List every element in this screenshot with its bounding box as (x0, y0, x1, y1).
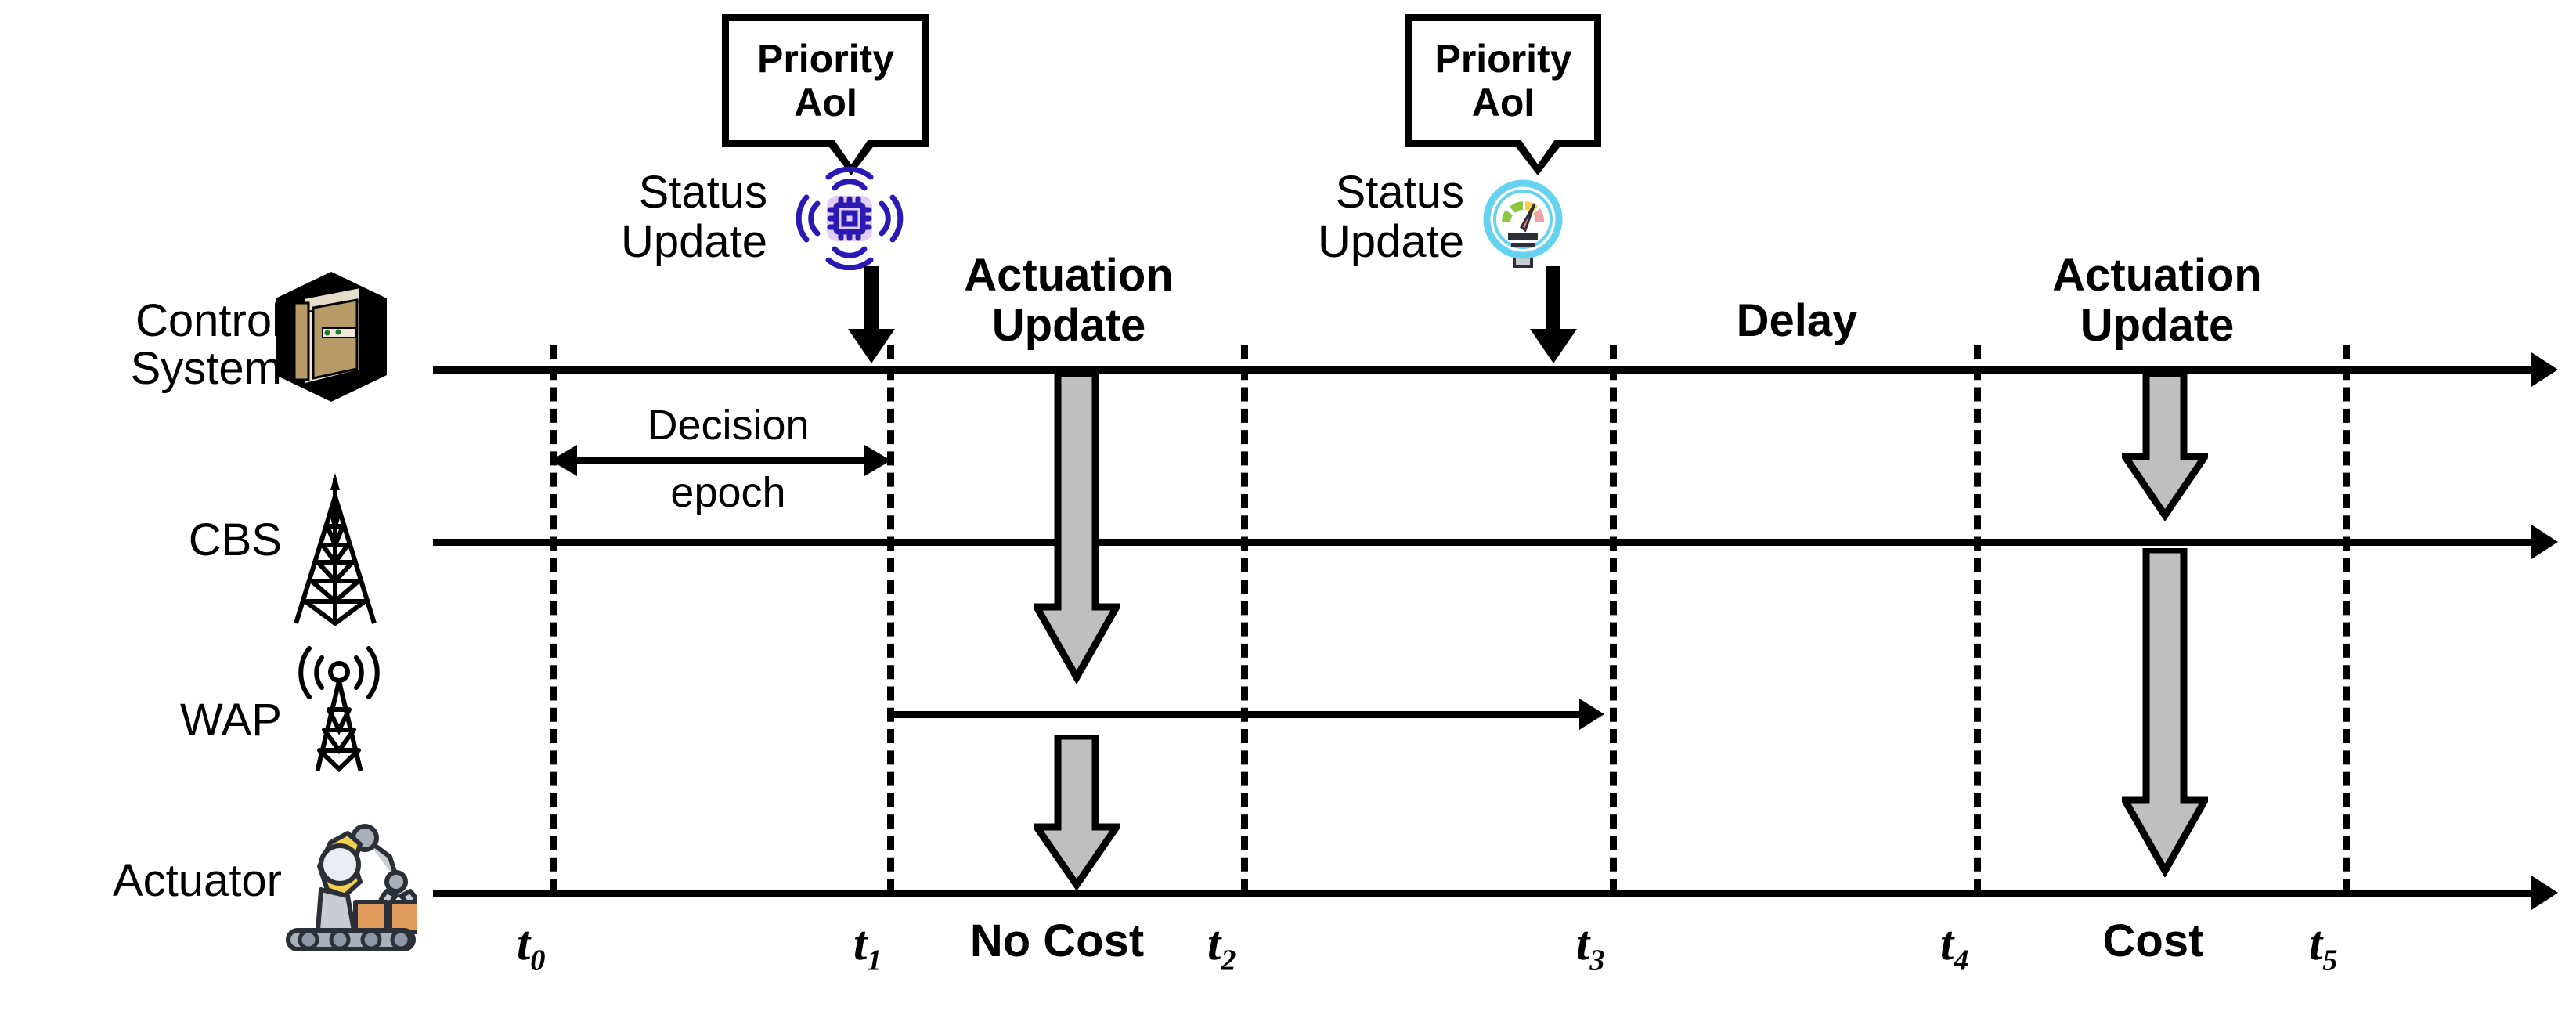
wap-transmit-arrow-line (890, 711, 1579, 718)
callout-priority-aoi-1-text: Priority AoI (756, 37, 895, 125)
decision-epoch-line (567, 457, 872, 464)
time-label-t2-base: t (1207, 917, 1221, 970)
time-label-t3-sub: 3 (1589, 944, 1605, 977)
time-label-t3: t3 (1576, 916, 1604, 977)
status-update-1-down-arrow-shaft (864, 266, 879, 330)
callout-priority-aoi-2-text: Priority AoI (1434, 37, 1572, 125)
caption-actuation-update-2: Actuation Update (2052, 250, 2262, 351)
decision-epoch-arrowhead-right (864, 445, 891, 476)
timeline-cbs (433, 539, 2531, 546)
wap-transmit-arrow-head (1579, 699, 1604, 730)
decision-epoch-arrowhead-left (550, 445, 577, 476)
entity-label-wap: WAP (180, 695, 282, 746)
time-label-t0-base: t (517, 917, 531, 970)
time-marker-t4 (1974, 345, 1981, 893)
cellular-base-station-tower-icon (272, 470, 398, 630)
time-marker-t5 (2343, 345, 2350, 893)
pressure-gauge-icon (1480, 174, 1570, 276)
decision-epoch-label-top: Decision (647, 402, 810, 449)
actuation-update-arrow-2-lower (2119, 546, 2211, 881)
time-marker-t2 (1241, 345, 1248, 893)
timeline-control-system (433, 366, 2531, 374)
status-update-2-down-arrow-shaft (1546, 266, 1560, 330)
time-marker-t3 (1610, 345, 1617, 893)
entity-label-control-system: Control System (130, 295, 282, 394)
callout-priority-aoi-2: Priority AoI (1405, 14, 1601, 147)
callout-priority-aoi-1: Priority AoI (722, 14, 929, 147)
caption-no-cost: No Cost (969, 915, 1145, 966)
status-update-2-down-arrow-head (1530, 329, 1577, 363)
status-update-1-label: Status Update (620, 167, 767, 267)
time-label-t2-sub: 2 (1221, 944, 1236, 977)
time-label-t4: t4 (1940, 916, 1968, 977)
entity-label-actuator: Actuator (113, 855, 282, 906)
actuation-update-arrow-2-upper (2118, 370, 2212, 525)
time-label-t4-base: t (1940, 917, 1954, 970)
caption-cost: Cost (2102, 915, 2204, 966)
timeline-actuator-arrowhead (2531, 876, 2558, 910)
timeline-actuator (433, 890, 2531, 897)
timeline-cbs-arrowhead (2531, 525, 2558, 559)
server-rack-icon (272, 270, 390, 407)
time-label-t0: t0 (517, 916, 545, 977)
caption-actuation-update-1: Actuation Update (964, 250, 1174, 351)
timeline-control-system-arrowhead (2531, 352, 2558, 387)
time-marker-t1 (887, 345, 894, 893)
time-label-t2: t2 (1207, 916, 1236, 977)
iot-chip-signal-icon (791, 164, 904, 274)
time-label-t5: t5 (2309, 916, 2337, 977)
time-label-t1-base: t (853, 917, 868, 970)
robotic-arm-actuator-icon (272, 814, 424, 955)
actuation-update-arrow-1-lower (1030, 732, 1124, 895)
caption-delay: Delay (1736, 295, 1858, 346)
decision-epoch-label-bottom: epoch (670, 469, 786, 516)
time-label-t5-sub: 5 (2322, 944, 2338, 977)
time-label-t3-base: t (1576, 917, 1590, 970)
time-label-t5-base: t (2309, 917, 2323, 970)
time-label-t4-sub: 4 (1954, 944, 1969, 977)
time-marker-t0 (550, 345, 557, 893)
actuation-update-arrow-1-upper (1030, 370, 1123, 689)
time-label-t1: t1 (853, 916, 882, 977)
callout-priority-aoi-1-tail-inner (834, 139, 868, 164)
entity-label-cbs: CBS (188, 515, 282, 565)
time-label-t1-sub: 1 (867, 944, 882, 977)
status-update-2-label: Status Update (1317, 167, 1464, 267)
status-update-1-down-arrow-head (848, 329, 895, 363)
callout-priority-aoi-2-tail-inner (1521, 139, 1555, 164)
wireless-access-point-tower-icon (272, 634, 406, 779)
time-label-t0-sub: 0 (530, 944, 546, 977)
